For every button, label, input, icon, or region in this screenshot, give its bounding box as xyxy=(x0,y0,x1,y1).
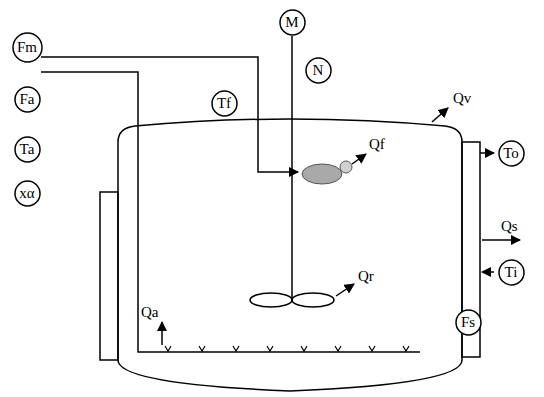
variable-symbol: xα xyxy=(19,185,34,202)
qa-arrow xyxy=(161,322,163,345)
variable-symbol: To xyxy=(503,145,519,162)
variable-circle: Fa xyxy=(14,86,41,113)
qv-arrow xyxy=(432,108,448,122)
sparger-hole xyxy=(369,346,375,351)
variable-circle: Tf xyxy=(211,90,238,117)
qs-arrow xyxy=(482,239,520,241)
variable-symbol: M xyxy=(285,14,298,31)
variable-circle: M xyxy=(279,9,306,36)
variable-circle: To xyxy=(498,140,525,167)
feed-line xyxy=(41,57,298,172)
variable-circle: N xyxy=(305,57,332,84)
cell-bud xyxy=(340,161,352,173)
variable-symbol: N xyxy=(313,62,324,79)
variable-circle: Fm xyxy=(12,32,43,63)
variable-symbol: Fs xyxy=(461,314,475,331)
air-line xyxy=(41,72,420,352)
variable-symbol: Fa xyxy=(20,91,35,108)
sparger-hole xyxy=(301,346,307,351)
sparger-hole xyxy=(403,346,409,351)
heat-flow-label: Qv xyxy=(452,90,472,107)
heat-flow-label: Qr xyxy=(357,268,375,285)
variable-symbol: Fm xyxy=(17,39,37,56)
variable-circle: Fs xyxy=(455,309,482,336)
variable-symbol: Ti xyxy=(505,264,518,281)
heat-flow-label: Qf xyxy=(368,136,386,153)
sparger-hole xyxy=(199,346,205,351)
sparger-hole xyxy=(233,346,239,351)
impeller-blade xyxy=(292,293,334,307)
shaft xyxy=(291,36,293,300)
qf-arrow xyxy=(352,154,366,164)
variable-circle: Ta xyxy=(14,136,41,163)
qr-arrow xyxy=(336,284,354,296)
cell xyxy=(302,164,342,184)
impeller-blade xyxy=(250,293,292,307)
inlet-arrow xyxy=(482,271,494,273)
vessel-outline xyxy=(118,119,462,391)
sparger-hole xyxy=(335,346,341,351)
outlet-arrow xyxy=(480,152,494,154)
sparger-hole xyxy=(165,346,171,351)
heat-flow-label: Qs xyxy=(500,218,519,235)
variable-symbol: Ta xyxy=(20,141,35,158)
heat-flow-label: Qa xyxy=(140,304,160,321)
sparger-hole xyxy=(267,346,273,351)
variable-circle: Ti xyxy=(498,259,525,286)
variable-circle: xα xyxy=(14,180,41,207)
variable-symbol: Tf xyxy=(217,95,231,112)
left-jacket xyxy=(100,192,118,360)
